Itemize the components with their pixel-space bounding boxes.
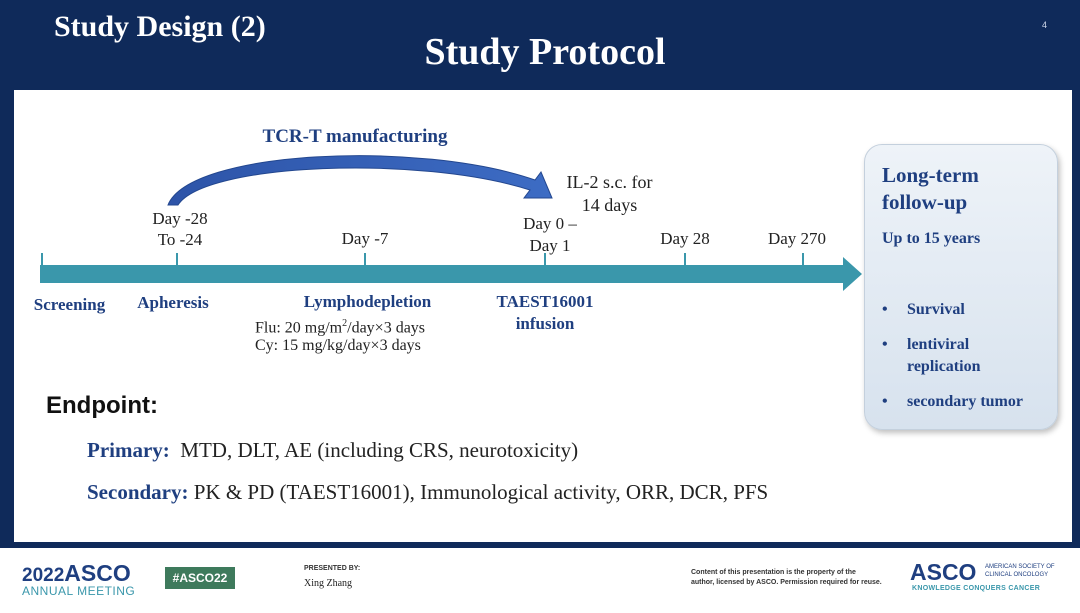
presenter-name: Xing Zhang (304, 578, 353, 589)
event-lymphodepletion: Lymphodepletion (303, 292, 432, 311)
timeline-ticks (41, 253, 804, 283)
meeting-year: 2022 (22, 565, 65, 586)
disclaimer-line1: Content of this presentation is the prop… (691, 569, 856, 576)
meeting-brand: ASCO (64, 560, 131, 586)
footer: 2022ASCO ANNUAL MEETING #ASCO22 PRESENTE… (0, 548, 1080, 613)
section-title: Study Design (2) (54, 10, 266, 43)
followup-item-replication: replication (907, 358, 981, 375)
il2-line1: IL-2 s.c. for (566, 172, 653, 192)
followup-item-secondary-tumor: •secondary tumor (882, 393, 1023, 410)
primary-endpoint: Primary: MTD, DLT, AE (including CRS, ne… (87, 438, 579, 462)
il2-line2: 14 days (581, 195, 638, 215)
hashtag-badge: #ASCO22 (165, 567, 235, 589)
meeting-sub: ANNUAL MEETING (22, 584, 136, 598)
meeting-logo: 2022ASCO ANNUAL MEETING (22, 560, 135, 598)
asco-society-line2: CLINICAL ONCOLOGY (985, 572, 1049, 578)
followup-box (864, 144, 1058, 430)
secondary-endpoint: Secondary: PK & PD (TAEST16001), Immunol… (87, 480, 769, 504)
day-infusion-line1: Day 0 – (523, 214, 577, 233)
followup-title-line2: follow-up (882, 190, 968, 214)
asco-society-line1: AMERICAN SOCIETY OF (985, 564, 1055, 570)
flu-regimen: Flu: 20 mg/m2/day×3 days (255, 318, 426, 337)
day-lympho: Day -7 (341, 229, 389, 248)
event-infusion-line2: infusion (515, 314, 575, 333)
cy-regimen: Cy: 15 mg/kg/day×3 days (255, 337, 421, 354)
timeline-graphic (40, 155, 862, 291)
day-apheresis-line1: Day -28 (152, 209, 208, 228)
manufacturing-curve-arrow (167, 155, 553, 206)
event-infusion-line1: TAEST16001 (496, 292, 594, 311)
main-title: Study Protocol (424, 31, 666, 73)
asco-logo: ASCO (910, 559, 977, 585)
event-screening: Screening (33, 295, 106, 314)
asco-tagline: KNOWLEDGE CONQUERS CANCER (912, 585, 1041, 592)
followup-item-lentiviral: •lentiviral (882, 336, 970, 353)
followup-duration: Up to 15 years (882, 230, 981, 247)
followup-title-line1: Long-term (882, 163, 979, 187)
followup-item-survival: •Survival (882, 301, 965, 318)
presented-by-label: PRESENTED BY: (304, 565, 361, 572)
timeline-arrow (40, 257, 862, 291)
slide-number: 4 (1042, 20, 1048, 30)
day-270: Day 270 (767, 229, 827, 248)
day-28: Day 28 (660, 229, 710, 248)
event-apheresis: Apheresis (137, 293, 209, 312)
disclaimer-line2: author, licensed by ASCO. Permission req… (691, 579, 882, 586)
endpoint-heading: Endpoint: (46, 392, 158, 419)
day-infusion-line2: Day 1 (529, 236, 571, 255)
manufacturing-label: TCR-T manufacturing (262, 126, 448, 147)
day-apheresis-line2: To -24 (157, 230, 203, 249)
